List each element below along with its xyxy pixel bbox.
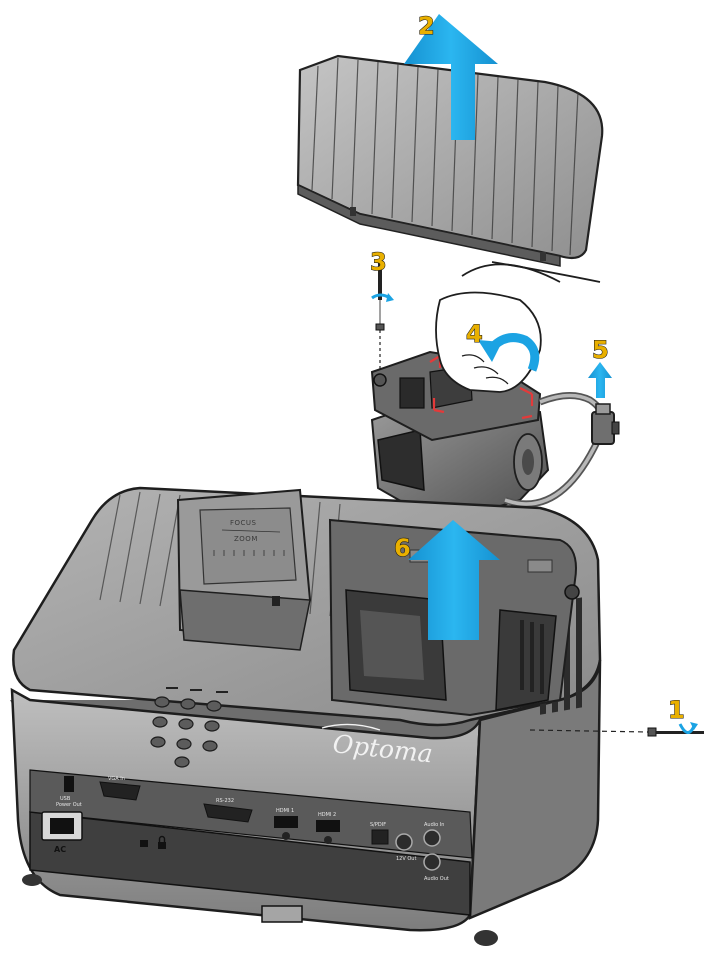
audio-out-label: Audio Out bbox=[424, 876, 449, 882]
usb-sub-label: Power Out bbox=[56, 802, 82, 808]
spdif-label: S/PDIF bbox=[370, 822, 386, 828]
usb-port bbox=[64, 776, 74, 792]
vga-label: VGA In bbox=[108, 776, 125, 782]
lamp-cover bbox=[296, 54, 604, 267]
step-3-label: 3 bbox=[370, 248, 387, 276]
hdmi2-port bbox=[316, 820, 340, 832]
screwdriver-icon bbox=[371, 262, 394, 372]
ac-label: AC bbox=[54, 845, 66, 854]
hdmi2-label: HDMI 2 bbox=[318, 812, 336, 818]
projector-body: FOCUS ZOOM Optoma bbox=[10, 486, 602, 946]
step-5-label: 5 bbox=[592, 336, 609, 364]
step-2-label: 2 bbox=[418, 12, 435, 40]
step-4-label: 4 bbox=[466, 320, 483, 348]
hdmi1-port bbox=[274, 816, 298, 828]
rs232-label: RS-232 bbox=[216, 798, 234, 804]
lock-icon bbox=[158, 835, 166, 849]
audio-in-port bbox=[423, 829, 441, 847]
hand bbox=[435, 261, 601, 393]
audio-out-port bbox=[423, 853, 441, 871]
rs232-port bbox=[203, 803, 253, 823]
step-6-label: 6 bbox=[394, 534, 411, 562]
usb-label: USB bbox=[60, 796, 71, 802]
vga-port bbox=[99, 781, 141, 801]
spdif-port bbox=[371, 829, 389, 845]
zoom-label: ZOOM bbox=[234, 535, 258, 543]
rotate-arrow-icon bbox=[478, 333, 540, 372]
hdmi1-label: HDMI 1 bbox=[276, 808, 294, 814]
side-screw bbox=[529, 722, 704, 737]
audio-in-label: Audio In bbox=[424, 822, 444, 828]
step-1-label: 1 bbox=[668, 696, 685, 724]
12v-out-port bbox=[395, 833, 413, 851]
focus-label: FOCUS bbox=[230, 519, 257, 527]
up-arrow-icon bbox=[404, 14, 612, 640]
12v-out-label: 12V Out bbox=[396, 856, 416, 862]
